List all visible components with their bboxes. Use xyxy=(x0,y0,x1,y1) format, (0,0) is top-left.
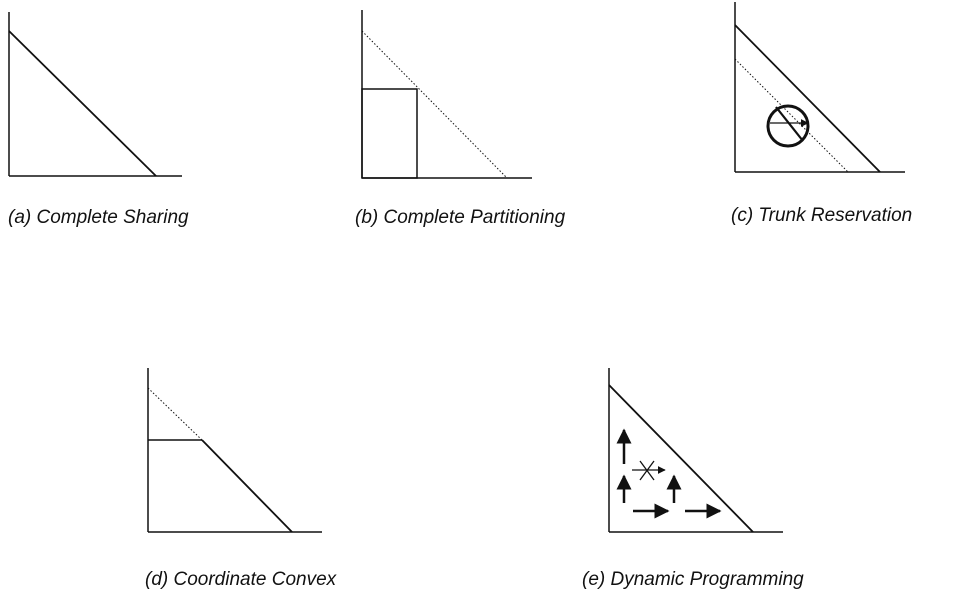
axes xyxy=(608,368,783,533)
caption-coordinate-convex: (d) Coordinate Convex xyxy=(145,569,337,590)
partition-rectangle xyxy=(361,88,418,179)
panel-dynamic-programming xyxy=(608,368,783,533)
caption-complete-partitioning: (b) Complete Partitioning xyxy=(355,207,566,228)
boundary-line xyxy=(734,24,881,173)
boundary-line xyxy=(201,439,293,533)
dotted-boundary-line xyxy=(361,30,508,179)
reservation-threshold-dotted-line xyxy=(734,58,849,173)
axes xyxy=(734,2,905,173)
boundary-line xyxy=(8,30,157,177)
dotted-boundary-line xyxy=(147,387,203,441)
axes xyxy=(8,12,182,177)
caption-trunk-reservation: (c) Trunk Reservation xyxy=(731,205,913,226)
panel-complete-partitioning xyxy=(361,10,532,179)
panel-coordinate-convex xyxy=(147,368,322,533)
axes xyxy=(361,10,532,179)
panel-complete-sharing xyxy=(8,12,182,177)
caption-dynamic-programming: (e) Dynamic Programming xyxy=(582,569,804,590)
boundary-line xyxy=(608,384,754,533)
caption-complete-sharing: (a) Complete Sharing xyxy=(8,207,189,228)
crossed-arrow-icon xyxy=(632,460,666,481)
panel-trunk-reservation xyxy=(734,2,905,173)
axes xyxy=(147,368,322,533)
prohibited-arrow-icon xyxy=(766,104,810,148)
